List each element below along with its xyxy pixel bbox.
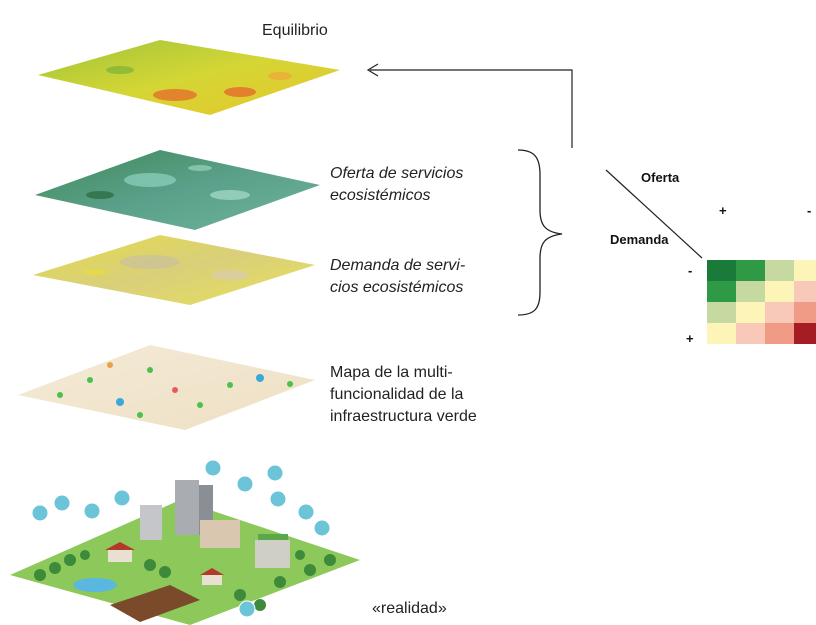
label-demanda-line1: Demanda de servi- [330, 257, 466, 274]
matrix-cell [765, 281, 794, 302]
label-mapa-line3: infraestructura verde [330, 408, 477, 425]
label-oferta: Oferta de servicios ecosistémicos [330, 163, 463, 207]
matrix-cell [794, 323, 816, 344]
matrix-cell [707, 323, 736, 344]
matrix-cell [765, 323, 794, 344]
label-realidad: «realidad» [372, 600, 447, 617]
matrix-col-header: Oferta [641, 170, 680, 185]
matrix-cell [765, 302, 794, 323]
equilibrio-map-layer [38, 40, 340, 115]
label-mapa-line1: Mapa de la multi- [330, 364, 453, 381]
matrix-cell [736, 281, 765, 302]
matrix-cell [707, 302, 736, 323]
matrix-row-sign-minus: - [688, 263, 693, 278]
matrix-col-sign-minus: - [807, 203, 812, 218]
matrix-cell [707, 281, 736, 302]
matrix-row-sign-plus: + [686, 331, 694, 346]
label-demanda-line2: cios ecosistémicos [330, 279, 464, 296]
feedback-arrow [366, 63, 573, 148]
matrix-row-header: Demanda [610, 232, 669, 247]
city-illustration [10, 459, 360, 625]
matrix-cell [736, 260, 765, 281]
matrix-cell [736, 302, 765, 323]
oferta-map-layer [35, 150, 320, 230]
matrix-cell [707, 260, 736, 281]
supply-demand-matrix [707, 260, 816, 344]
matrix-diagonal-line [605, 169, 703, 259]
matrix-cell [794, 260, 816, 281]
multifuncionalidad-map-layer [18, 345, 315, 430]
matrix-cell [794, 302, 816, 323]
matrix-cell [794, 281, 816, 302]
label-mapa-line2: funcionalidad de la [330, 386, 464, 403]
matrix-cell [765, 260, 794, 281]
label-multifuncionalidad: Mapa de la multi- funcionalidad de la in… [330, 362, 477, 428]
label-demanda: Demanda de servi- cios ecosistémicos [330, 255, 465, 299]
grouping-brace [517, 149, 563, 316]
demanda-map-layer [33, 235, 315, 305]
matrix-col-sign-plus: + [719, 203, 727, 218]
matrix-cell [736, 323, 765, 344]
label-oferta-line1: Oferta de servicios [330, 165, 464, 182]
label-equilibrio: Equilibrio [262, 22, 328, 39]
label-oferta-line2: ecosistémicos [330, 187, 431, 204]
